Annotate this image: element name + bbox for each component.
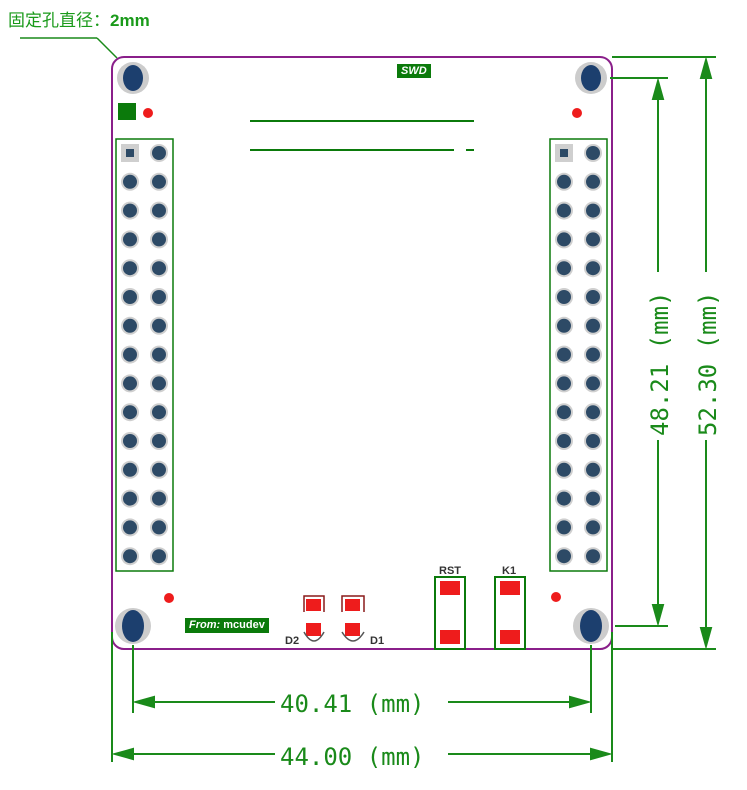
note-leader-diagonal — [96, 37, 118, 59]
from-prefix: From: — [189, 619, 221, 631]
header-pin-drill — [152, 405, 166, 420]
board-height-label: 52.30 (mm) — [694, 292, 722, 437]
header-pin-drill — [123, 232, 137, 247]
header-pin-drill — [152, 261, 166, 276]
header-pin-drill — [123, 405, 137, 420]
mount-hole-top-right — [575, 62, 607, 94]
header-pin-drill — [152, 203, 166, 218]
board-width-dimension — [111, 632, 613, 762]
left-header-pins — [121, 144, 168, 566]
header-pin-drill — [586, 462, 600, 477]
header-pin-drill — [123, 376, 137, 391]
from-name: mcudev — [223, 619, 265, 631]
mount-hole-note: 固定孔直径：2mm — [8, 6, 150, 31]
board-width-label: 44.00 (mm) — [280, 743, 425, 771]
header-pin-drill — [586, 549, 600, 564]
board-height-dimension — [612, 56, 716, 650]
header-pin-drill — [123, 434, 137, 448]
header-pin-drill — [586, 203, 600, 218]
header-pin-drill — [123, 520, 137, 535]
mount-hole-note-label: 固定孔直径： — [8, 11, 110, 31]
header-pin-drill — [586, 347, 600, 362]
header-pin-drill — [152, 290, 166, 304]
rst-button — [434, 576, 466, 650]
mount-hole-bottom-left — [115, 608, 151, 644]
swd-silk-label: SWD — [397, 64, 431, 78]
fiducial-dot — [164, 593, 174, 603]
header-pin-drill — [152, 174, 166, 189]
header-pin-drill — [557, 405, 571, 420]
fiducial-dot — [551, 592, 561, 602]
fiducial-dot — [143, 108, 153, 118]
header-pin-drill — [586, 491, 600, 506]
header-pin-drill — [152, 491, 166, 506]
header-pin-drill — [586, 434, 600, 448]
led-d1 — [341, 595, 365, 642]
header-pin-drill — [586, 520, 600, 535]
mount-hole-bottom-right — [573, 608, 609, 644]
header-pin-drill — [586, 318, 600, 333]
fiducial-dot — [572, 108, 582, 118]
hole-spacing-height-dimension — [610, 77, 668, 627]
header-pin-drill — [152, 232, 166, 247]
header-pin-drill — [586, 405, 600, 420]
board-outline — [111, 56, 613, 650]
led-d2 — [303, 595, 325, 642]
header-pin-drill — [557, 290, 571, 304]
header-pin-1-drill — [126, 149, 134, 157]
header-pin-drill — [557, 261, 571, 276]
header-pin-drill — [152, 520, 166, 535]
hole-spacing-height-label: 48.21 (mm) — [646, 292, 674, 437]
from-silk-label: From: mcudev — [185, 618, 269, 633]
header-pin-drill — [152, 549, 166, 564]
header-pin-drill — [557, 462, 571, 477]
header-pin-drill — [123, 318, 137, 333]
header-pin-drill — [586, 261, 600, 276]
header-pin-drill — [557, 203, 571, 218]
header-pin-drill — [123, 174, 137, 189]
k1-label: K1 — [502, 565, 516, 577]
power-pad-square — [118, 103, 136, 120]
header-pin-drill — [123, 261, 137, 276]
header-pin-drill — [557, 549, 571, 564]
header-pin-drill — [123, 290, 137, 304]
header-pin-drill — [557, 434, 571, 448]
d1-label: D1 — [370, 635, 384, 647]
header-pin-drill — [152, 376, 166, 391]
header-pin-drill — [123, 462, 137, 477]
header-pin-drill — [123, 347, 137, 362]
header-pin-drill — [152, 318, 166, 333]
header-pin-drill — [586, 376, 600, 391]
header-pin-drill — [557, 318, 571, 333]
mount-hole-note-value: 2mm — [110, 11, 150, 30]
rst-label: RST — [439, 565, 461, 577]
header-pin-drill — [152, 347, 166, 362]
hole-spacing-width-label: 40.41 (mm) — [280, 690, 425, 718]
header-pin-drill — [123, 491, 137, 506]
header-pin-drill — [586, 174, 600, 189]
header-pin-drill — [557, 174, 571, 189]
header-pin-drill — [152, 434, 166, 448]
hole-spacing-width-dimension — [132, 645, 592, 713]
header-pin-drill — [557, 376, 571, 391]
header-pin-1-drill — [560, 149, 568, 157]
right-header-pins — [555, 144, 602, 566]
header-pin-drill — [557, 347, 571, 362]
header-pin-drill — [586, 146, 600, 160]
header-pin-drill — [123, 549, 137, 564]
header-pin-drill — [586, 232, 600, 247]
header-pin-drill — [557, 491, 571, 506]
k1-button — [494, 576, 526, 650]
left-header-outline — [115, 138, 174, 572]
header-pin-drill — [557, 232, 571, 247]
header-pin-drill — [123, 203, 137, 218]
header-pin-drill — [152, 146, 166, 160]
mount-hole-top-left — [117, 62, 149, 94]
header-pin-drill — [586, 290, 600, 304]
header-pin-drill — [152, 462, 166, 477]
right-header-outline — [549, 138, 608, 572]
header-pin-drill — [557, 520, 571, 535]
d2-label: D2 — [285, 635, 299, 647]
